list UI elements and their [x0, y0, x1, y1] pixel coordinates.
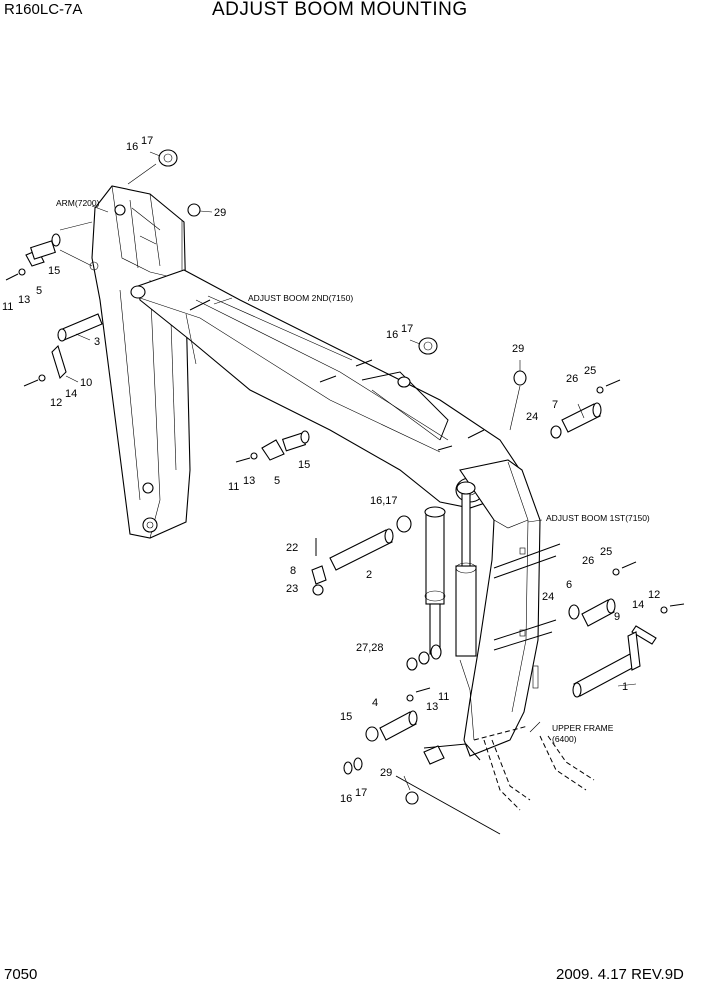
bushing-top — [127, 149, 178, 185]
boom-cylinders — [424, 481, 477, 657]
label-boom-2nd: ADJUST BOOM 2ND(7150) — [248, 293, 353, 303]
callout-16-17: 16,17 — [370, 495, 398, 507]
callout-16: 16 — [340, 793, 352, 805]
seal-28 — [418, 651, 430, 665]
callout-29: 29 — [512, 343, 524, 355]
callout-23: 23 — [286, 583, 298, 595]
callout-11: 11 — [2, 301, 13, 313]
callout-12: 12 — [648, 589, 660, 601]
callout-25: 25 — [584, 365, 596, 377]
callout-1: 1 — [622, 681, 628, 693]
callout-17: 17 — [355, 787, 367, 799]
callout-24: 24 — [526, 411, 538, 423]
callout-11: 11 — [438, 691, 449, 703]
callout-8: 8 — [290, 565, 296, 577]
revision-date: 2009. 4.17 REV.9D — [556, 966, 684, 983]
callout-2: 2 — [366, 569, 372, 581]
pin-1 — [572, 631, 641, 698]
callout-9: 9 — [614, 611, 620, 623]
callout-11: 11 — [228, 481, 239, 493]
bushing-center — [396, 515, 412, 533]
pin-3 — [57, 313, 103, 342]
callout-16: 16 — [126, 141, 138, 153]
callout-29: 29 — [214, 207, 226, 219]
pin-group-left — [5, 221, 93, 281]
callout-17: 17 — [141, 135, 153, 147]
pin-6-group — [568, 561, 637, 627]
callout-14: 14 — [65, 388, 77, 400]
callout-5: 5 — [274, 475, 280, 487]
callout-26: 26 — [566, 373, 578, 385]
callout-26: 26 — [582, 555, 594, 567]
callout-13: 13 — [426, 701, 438, 713]
callout-15: 15 — [298, 459, 310, 471]
callout-14: 14 — [632, 599, 644, 611]
callout-5: 5 — [36, 285, 42, 297]
callout-29: 29 — [380, 767, 392, 779]
arm-structure — [89, 185, 191, 539]
callout-3: 3 — [94, 336, 100, 348]
callout-25: 25 — [600, 546, 612, 558]
label-upper-frame-1: UPPER FRAME — [552, 723, 614, 733]
callout-13: 13 — [18, 294, 30, 306]
shim-mid — [513, 370, 527, 386]
label-arm: ARM(7200) — [56, 198, 100, 208]
callout-24: 24 — [542, 591, 554, 603]
callout-27-28: 27,28 — [356, 642, 384, 654]
callout-10: 10 — [80, 377, 92, 389]
callout-13: 13 — [243, 475, 255, 487]
boom-1st-structure — [459, 459, 561, 757]
callout-16: 16 — [386, 329, 398, 341]
pin-7-group — [550, 379, 621, 439]
shim-low — [405, 791, 419, 805]
pin-group-mid — [235, 430, 310, 463]
pin-2 — [311, 528, 394, 596]
plate-10 — [23, 344, 79, 387]
plate-9 — [631, 603, 685, 645]
page-number: 7050 — [4, 966, 38, 983]
pin-4-group — [365, 687, 445, 765]
shim-top — [187, 203, 201, 217]
callout-22: 22 — [286, 542, 298, 554]
bushing-mid — [409, 337, 438, 355]
callout-6: 6 — [566, 579, 572, 591]
label-upper-frame-2: (6400) — [552, 734, 577, 744]
seal-low-17 — [353, 757, 363, 771]
callout-12: 12 — [50, 397, 62, 409]
callout-4: 4 — [372, 697, 378, 709]
callout-7: 7 — [552, 399, 558, 411]
seal-low-16 — [343, 761, 353, 775]
callout-17: 17 — [401, 323, 413, 335]
callout-15: 15 — [48, 265, 60, 277]
upper-frame — [395, 725, 595, 835]
callout-15: 15 — [340, 711, 352, 723]
label-boom-1st: ADJUST BOOM 1ST(7150) — [546, 513, 650, 523]
model-number: R160LC-7A — [4, 1, 83, 18]
seal-27 — [406, 657, 418, 671]
page-title: ADJUST BOOM MOUNTING — [212, 0, 468, 20]
